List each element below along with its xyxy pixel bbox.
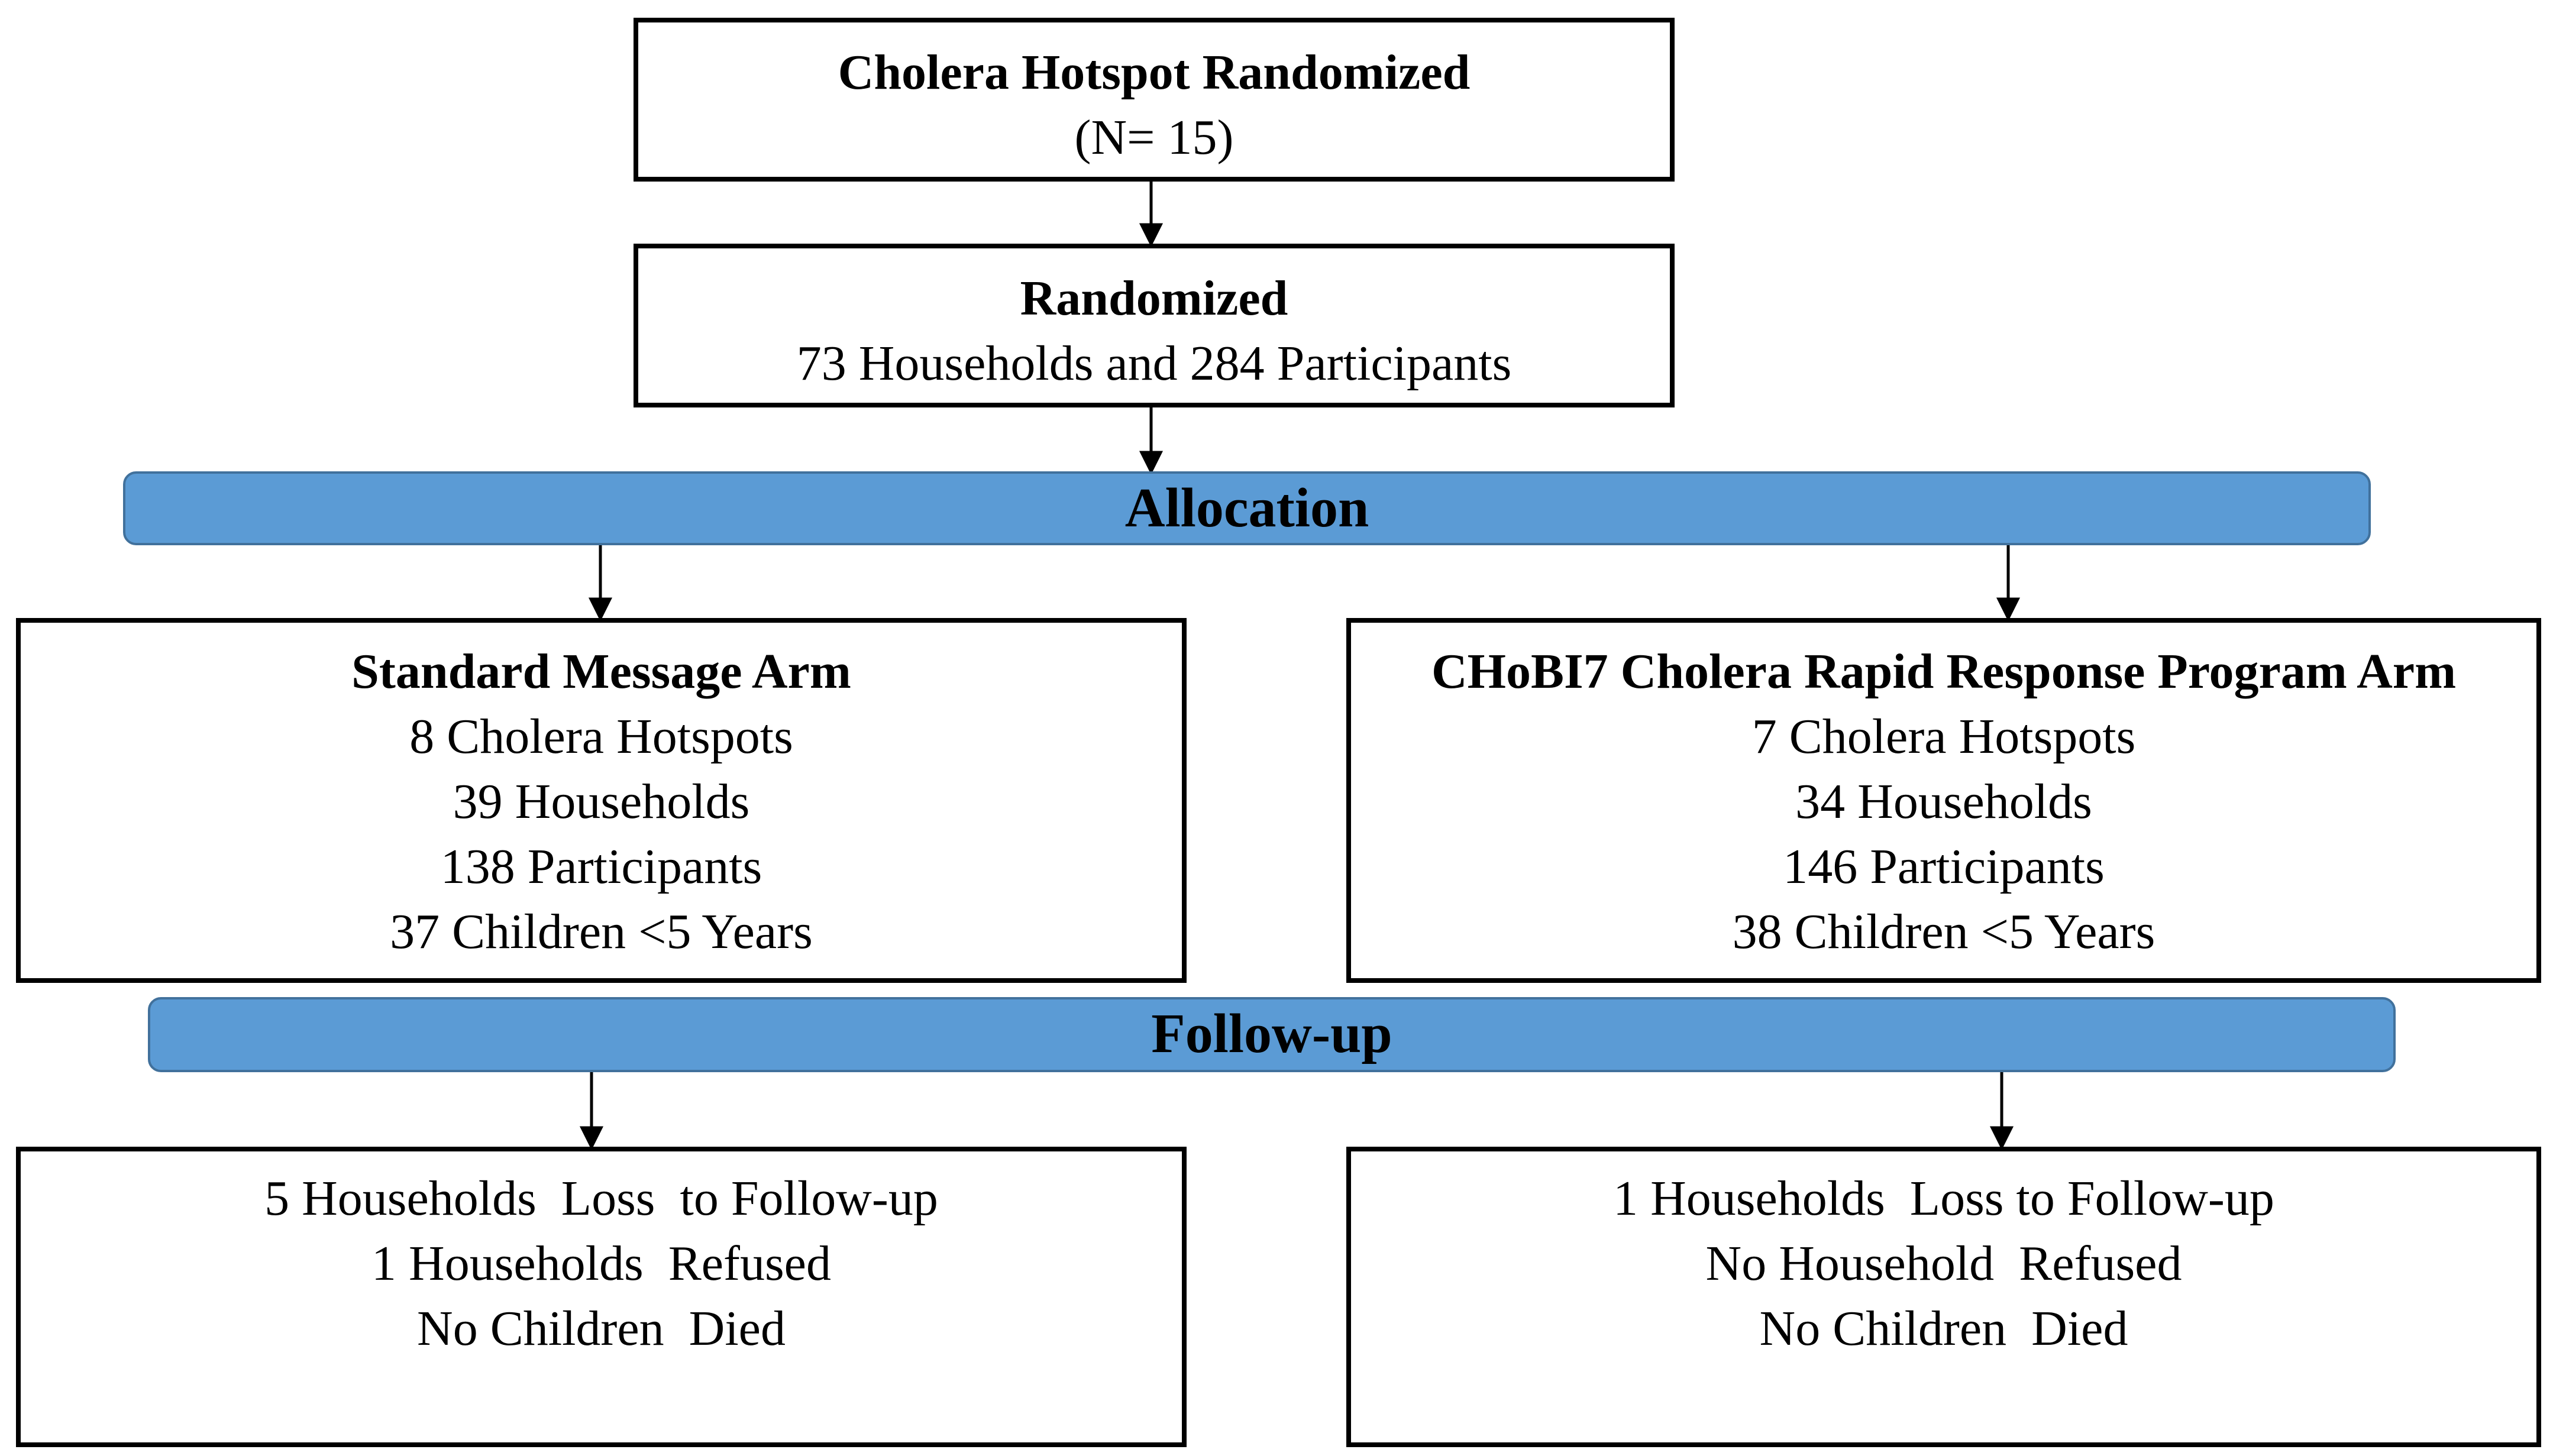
followup-band: Follow-up: [148, 997, 2396, 1072]
standard-arm-households: 39 Households: [453, 774, 750, 829]
chobi7-followup-loss: 1 Households Loss to Follow-up: [1613, 1171, 2274, 1226]
standard-followup-box: 5 Households Loss to Follow-up 1 Househo…: [16, 1147, 1187, 1447]
standard-followup-died: No Children Died: [417, 1301, 786, 1356]
standard-arm-box: Standard Message Arm 8 Cholera Hotspots …: [16, 618, 1187, 983]
allocation-band: Allocation: [123, 471, 2371, 545]
chobi7-arm-title: CHoBI7 Cholera Rapid Response Program Ar…: [1431, 644, 2457, 699]
hotspot-randomized-count: (N= 15): [1074, 110, 1234, 165]
chobi7-followup-died: No Children Died: [1759, 1301, 2128, 1356]
allocation-label: Allocation: [1124, 477, 1369, 539]
followup-label: Follow-up: [1151, 1003, 1392, 1065]
chobi7-arm-participants: 146 Participants: [1783, 839, 2105, 894]
randomized-detail: 73 Households and 284 Participants: [796, 336, 1512, 391]
randomized-title: Randomized: [1020, 271, 1288, 326]
standard-arm-hotspots: 8 Cholera Hotspots: [409, 709, 793, 764]
chobi7-followup-box: 1 Households Loss to Follow-up No Househ…: [1346, 1147, 2541, 1447]
randomized-box: Randomized 73 Households and 284 Partici…: [634, 244, 1675, 407]
hotspot-randomized-title: Cholera Hotspot Randomized: [838, 45, 1471, 100]
standard-arm-title: Standard Message Arm: [351, 644, 851, 699]
standard-followup-refused: 1 Households Refused: [371, 1236, 831, 1291]
hotspot-randomized-box: Cholera Hotspot Randomized (N= 15): [634, 18, 1675, 182]
standard-followup-loss: 5 Households Loss to Follow-up: [264, 1171, 938, 1226]
chobi7-arm-children: 38 Children <5 Years: [1732, 904, 2155, 959]
standard-arm-children: 37 Children <5 Years: [390, 904, 813, 959]
chobi7-followup-refused: No Household Refused: [1705, 1236, 2182, 1291]
standard-arm-participants: 138 Participants: [440, 839, 762, 894]
chobi7-arm-hotspots: 7 Cholera Hotspots: [1751, 709, 2136, 764]
chobi7-arm-households: 34 Households: [1795, 774, 2092, 829]
chobi7-arm-box: CHoBI7 Cholera Rapid Response Program Ar…: [1346, 618, 2541, 983]
